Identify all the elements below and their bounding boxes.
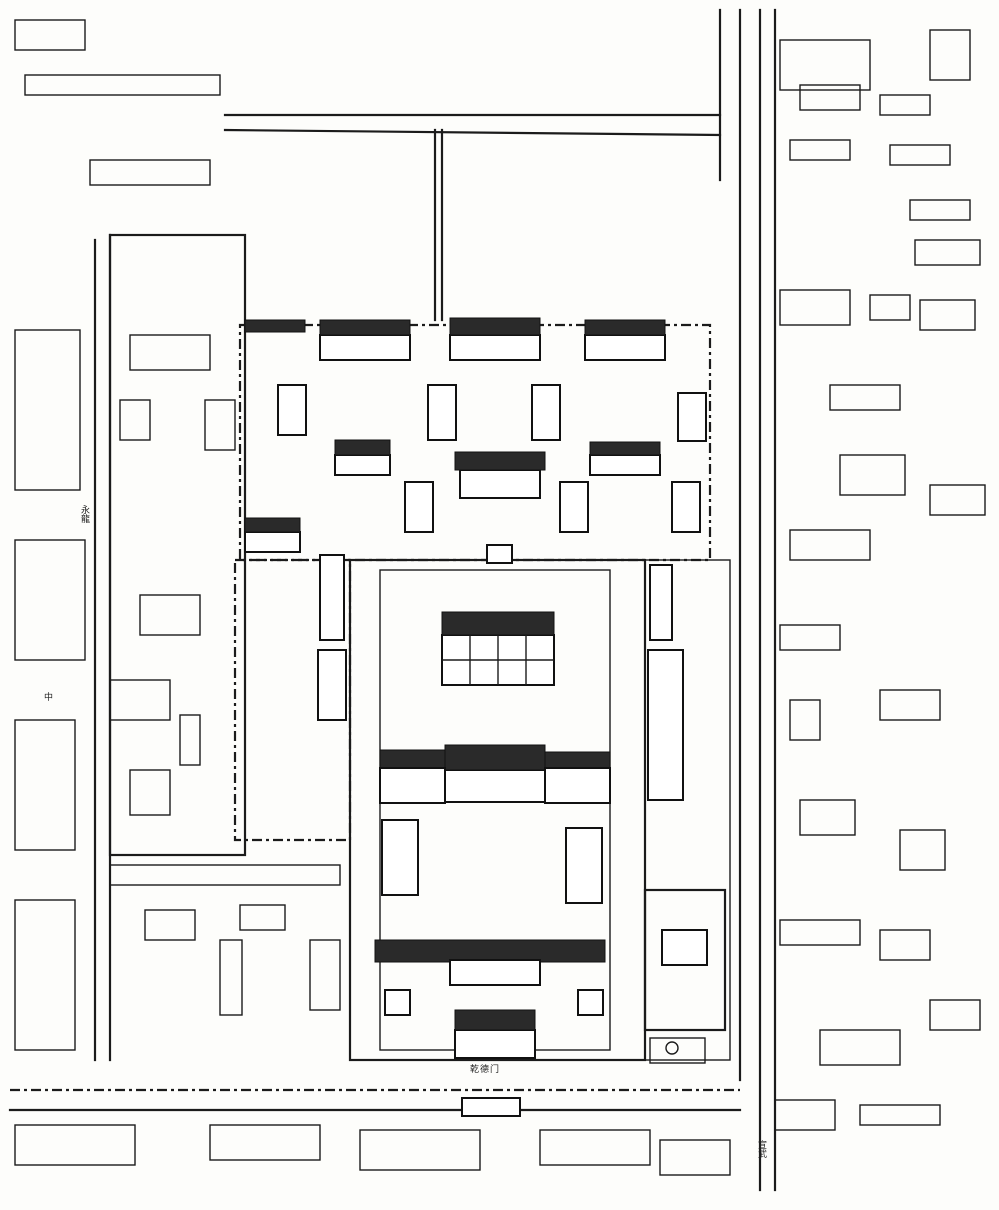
street-lines: [8, 8, 777, 1192]
bottom-blocks: [14, 1097, 731, 1176]
right-blocks: [774, 29, 986, 1131]
gate-marker: [649, 1037, 706, 1064]
side-label-left: 永龍: [79, 505, 89, 523]
side-label-right: 宣武: [756, 1140, 766, 1158]
inner-court-halls: [317, 544, 708, 1059]
upper-court-halls: [244, 317, 707, 553]
corner-label: 中: [44, 693, 55, 703]
left-blocks: [14, 19, 341, 1051]
gate-label: 乾德门: [470, 1065, 501, 1075]
